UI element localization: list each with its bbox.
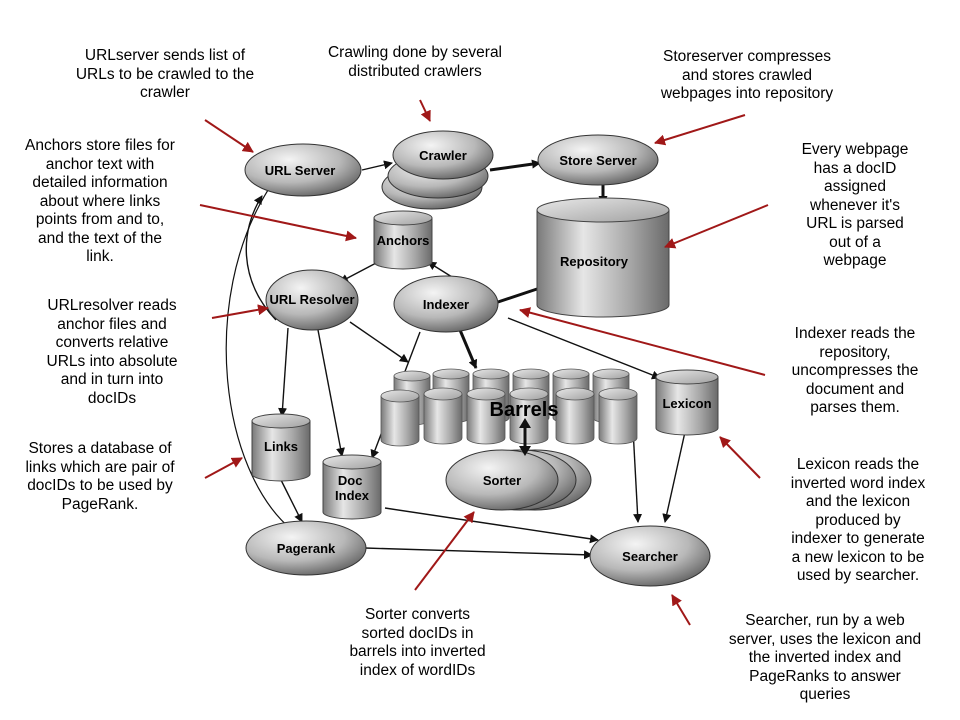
- pointer-lexicon: [719, 436, 761, 479]
- pointer-storeserver: [654, 114, 746, 146]
- links-node: Links: [251, 413, 311, 482]
- pointer-anchors: [199, 204, 357, 242]
- sorter-node: Sorter: [445, 449, 592, 511]
- pointer-searcher: [671, 594, 691, 626]
- edge-urlresolver-links: [278, 327, 289, 417]
- barrels-node: Barrels: [380, 368, 638, 447]
- edge-urlresolver-docindex: [317, 329, 345, 457]
- edge-links-pagerank: [279, 477, 303, 523]
- pointer-indexer: [519, 307, 766, 376]
- pointer-docid: [664, 204, 769, 249]
- pointer-sorter: [414, 511, 475, 591]
- edge-anchors-urlresolver: [339, 261, 379, 283]
- doc-index-node: Doc Index: [322, 454, 382, 520]
- url-server-label: URL Server: [265, 163, 336, 178]
- edge-urlserver-pagerank-loop: [225, 189, 293, 531]
- annotation-urlresolver: URLresolver reads anchor files and conve…: [46, 297, 178, 407]
- pagerank-node: Pagerank: [245, 520, 367, 576]
- barrels-front-row: [380, 387, 638, 447]
- annotation-lexicon: Lexicon reads the inverted word index an…: [790, 456, 926, 584]
- doc-index-label-line1: Doc: [338, 473, 363, 488]
- links-label: Links: [264, 439, 298, 454]
- searcher-label: Searcher: [622, 549, 678, 564]
- annotation-indexer: Indexer reads the repository, uncompress…: [791, 325, 919, 416]
- anchors-node: Anchors: [373, 210, 433, 270]
- pagerank-label: Pagerank: [277, 541, 336, 556]
- edge-indexer-lexicon: [507, 317, 661, 380]
- crawler-label: Crawler: [419, 148, 467, 163]
- pointer-crawling: [419, 99, 431, 122]
- annotation-searcher: Searcher, run by a web server, uses the …: [728, 612, 922, 703]
- store-server-label: Store Server: [559, 153, 636, 168]
- annotation-storeserver: Storeserver compresses and stores crawle…: [660, 48, 834, 102]
- url-server-node: URL Server: [244, 143, 362, 197]
- edge-docindex-searcher: [384, 507, 599, 544]
- annotation-pointers: [199, 99, 769, 626]
- indexer-label: Indexer: [423, 297, 469, 312]
- pointer-urlresolver: [211, 304, 269, 319]
- edge-pagerank-searcher: [364, 547, 593, 560]
- doc-index-label: Doc Index: [335, 473, 370, 503]
- edge-barrels-sorter: [519, 418, 531, 456]
- doc-index-label-line2: Index: [335, 488, 370, 503]
- lexicon-label: Lexicon: [662, 396, 711, 411]
- repository-label: Repository: [560, 254, 629, 269]
- annotation-links: Stores a database of links which are pai…: [25, 440, 175, 513]
- annotation-anchors: Anchors store files for anchor text with…: [25, 137, 175, 265]
- crawler-node: Crawler: [381, 130, 494, 210]
- edge-urlresolver-barrels: [349, 321, 409, 363]
- barrels-label: Barrels: [490, 399, 559, 421]
- edge-indexer-barrels: [458, 329, 478, 369]
- store-server-node: Store Server: [537, 134, 659, 186]
- indexer-node: Indexer: [393, 275, 499, 333]
- edge-crawler-storeserver: [489, 159, 541, 172]
- url-resolver-label: URL Resolver: [269, 292, 354, 307]
- edge-lexicon-searcher: [662, 431, 686, 523]
- repository-node: Repository: [536, 197, 670, 318]
- annotation-sorter: Sorter converts sorted docIDs in barrels…: [349, 606, 486, 679]
- pointer-links: [204, 457, 243, 479]
- lexicon-node: Lexicon: [655, 369, 719, 436]
- edge-urlserver-crawler: [361, 160, 393, 171]
- pointer-urlserver: [204, 119, 254, 153]
- annotation-urlserver: URLserver sends list of URLs to be crawl…: [75, 47, 255, 101]
- flow-edges: [225, 159, 686, 560]
- searcher-node: Searcher: [589, 525, 711, 587]
- sorter-label: Sorter: [483, 473, 521, 488]
- url-resolver-node: URL Resolver: [265, 269, 359, 331]
- annotation-docid: Every webpage has a docID assigned whene…: [801, 141, 909, 269]
- anchors-label: Anchors: [377, 233, 430, 248]
- annotation-crawling: Crawling done by several distributed cra…: [327, 44, 503, 80]
